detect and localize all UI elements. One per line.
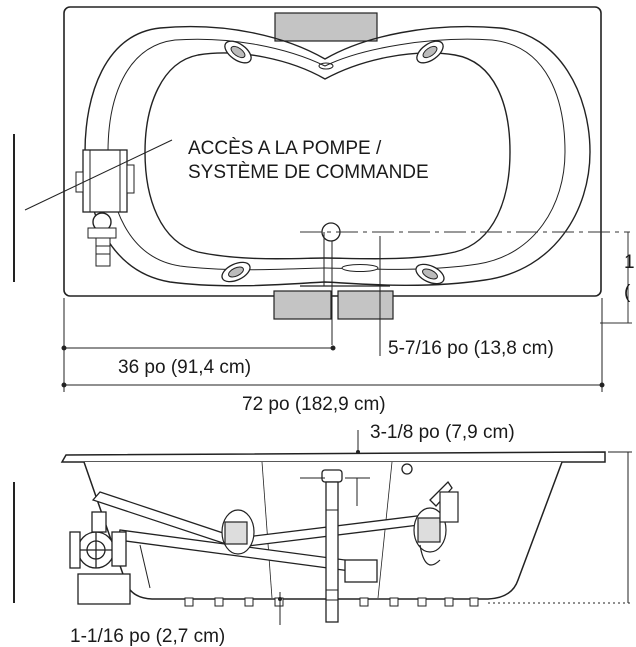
jets-side-view	[221, 491, 459, 566]
drain-top-view	[300, 222, 390, 345]
top-control-panel	[274, 12, 378, 42]
jets-top-view	[221, 40, 445, 285]
callout-line-2: SYSTÈME DE COMMANDE	[188, 162, 429, 183]
dim-overall-length: 72 po (182,9 cm)	[242, 394, 386, 415]
shell-mid-contour	[107, 38, 566, 271]
drain-pipe-side	[300, 463, 413, 623]
dim-rim-thickness: 3-1/8 po (7,9 cm)	[370, 422, 515, 443]
top-view	[63, 6, 632, 345]
dim-side-fragment-2: (	[624, 282, 631, 303]
dim-drain-offset: 5-7/16 po (13,8 cm)	[388, 338, 554, 359]
bottom-control-panel-right	[337, 290, 394, 320]
bottom-control-panel-left	[273, 290, 332, 320]
dim-side-fragment-1: 1	[624, 252, 635, 273]
dim-foot-clearance: 1-1/16 po (2,7 cm)	[70, 626, 225, 647]
side-view: 3-1/8 po (7,9 cm)	[60, 422, 632, 647]
tub-feet	[184, 597, 479, 607]
pump-top-view	[75, 149, 135, 267]
pump-motor-side	[69, 511, 131, 605]
callout-line-1: ACCÈS A LA POMPE /	[188, 138, 382, 159]
tub-rim-side	[60, 451, 606, 463]
inner-well-contour	[144, 52, 511, 260]
shell-outer-contour	[84, 25, 591, 287]
callout-leader	[24, 139, 173, 211]
dimension-lines-top	[61, 298, 605, 392]
dim-drain-from-end: 36 po (91,4 cm)	[118, 357, 251, 378]
